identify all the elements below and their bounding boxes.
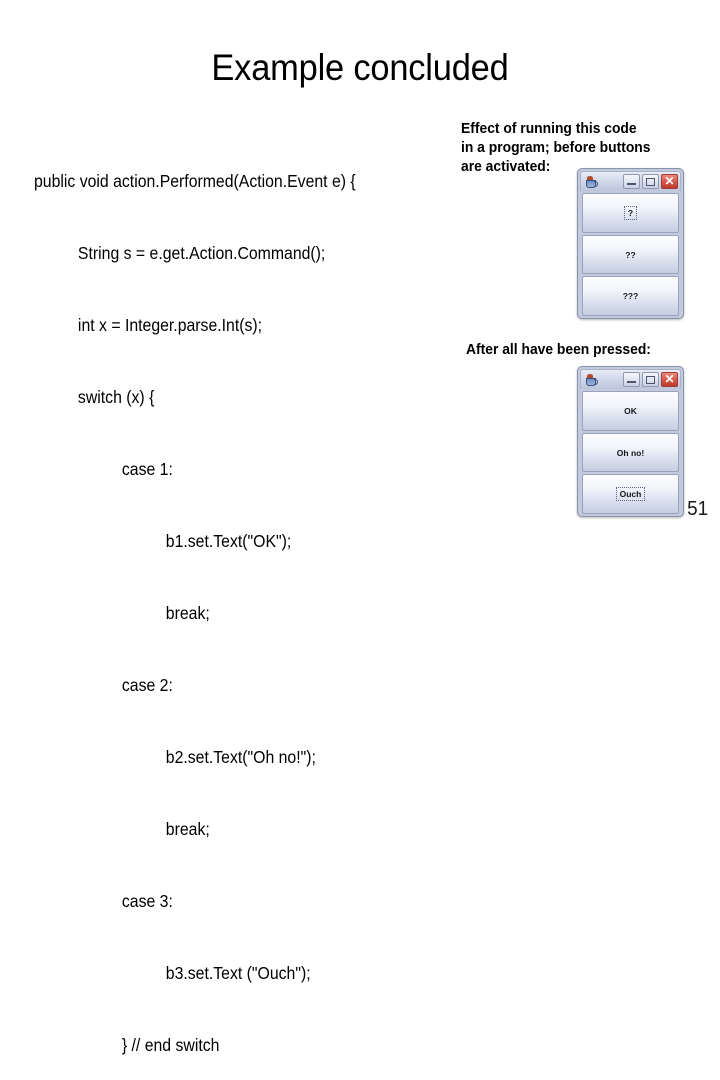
note-before-activation: Effect of running this code in a program…	[461, 121, 651, 175]
maximize-icon[interactable]	[642, 174, 659, 189]
window-content: ? ?? ???	[580, 191, 681, 318]
close-icon[interactable]: ✕	[661, 174, 678, 189]
swing-button[interactable]: OK	[582, 391, 679, 431]
minimize-icon[interactable]	[623, 174, 640, 189]
code-line: b3.set.Text ("Ouch");	[34, 963, 311, 983]
swing-button[interactable]: ??	[582, 234, 679, 275]
code-line: case 3:	[34, 891, 173, 911]
minimize-icon[interactable]	[623, 372, 640, 387]
note-after-activation: After all have been pressed:	[466, 342, 651, 358]
swing-window-before[interactable]: ✕ ? ?? ???	[577, 168, 684, 319]
page-title: Example concluded	[211, 47, 509, 88]
window-controls: ✕	[623, 174, 678, 189]
maximize-icon[interactable]	[642, 372, 659, 387]
slide-canvas: { "slide": { "title": "Example concluded…	[34, 47, 708, 1055]
java-coffee-cup-icon	[584, 175, 598, 189]
window-controls: ✕	[623, 372, 678, 387]
swing-button[interactable]: Oh no!	[582, 432, 679, 473]
code-block: public void action.Performed(Action.Even…	[34, 121, 430, 1080]
code-line: break;	[34, 603, 210, 623]
code-line: break;	[34, 819, 210, 839]
code-line: String s = e.get.Action.Command();	[34, 243, 326, 263]
code-line: int x = Integer.parse.Int(s);	[34, 315, 263, 335]
window-titlebar[interactable]: ✕	[580, 369, 681, 389]
swing-button[interactable]: ???	[582, 276, 679, 317]
close-icon[interactable]: ✕	[661, 372, 678, 387]
code-line: b2.set.Text("Oh no!");	[34, 747, 316, 767]
java-coffee-cup-icon	[584, 373, 598, 387]
code-line: switch (x) {	[34, 387, 155, 407]
code-line: case 2:	[34, 675, 173, 695]
window-content: OK Oh no! Ouch	[580, 389, 681, 516]
swing-window-after[interactable]: ✕ OK Oh no! Ouch	[577, 366, 684, 517]
page-number: 51	[686, 498, 708, 520]
swing-button[interactable]: ?	[582, 193, 679, 233]
window-titlebar[interactable]: ✕	[580, 171, 681, 191]
code-line: case 1:	[34, 459, 173, 479]
code-line: public void action.Performed(Action.Even…	[34, 171, 356, 191]
code-line: } // end switch	[34, 1035, 220, 1055]
swing-button[interactable]: Ouch	[582, 474, 679, 515]
code-line: b1.set.Text("OK");	[34, 531, 292, 551]
